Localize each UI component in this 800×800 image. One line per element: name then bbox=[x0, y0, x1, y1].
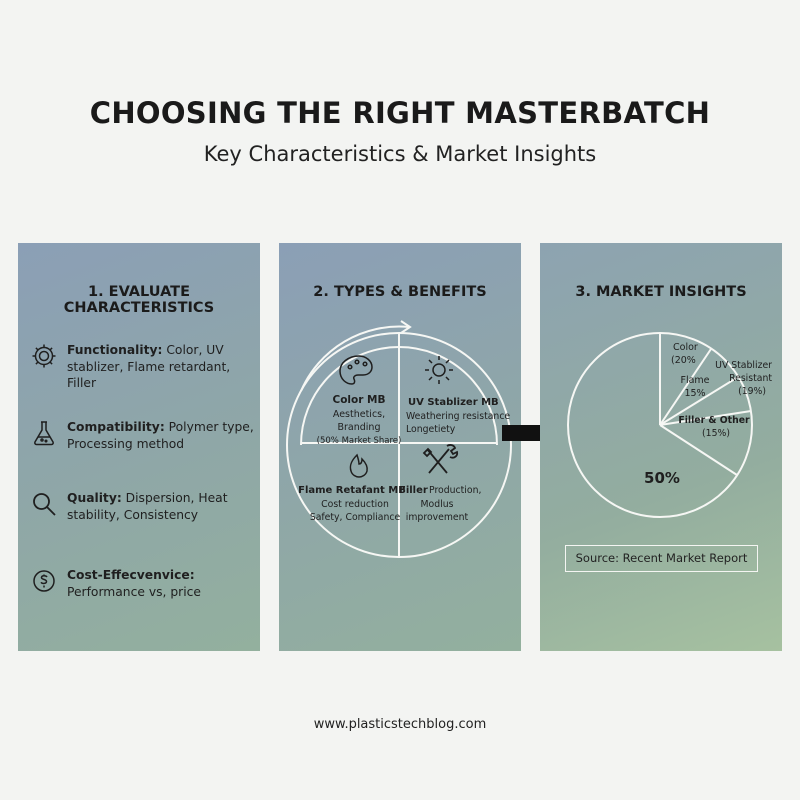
quadrant-color-line: (50% Market Share) bbox=[317, 436, 402, 446]
quadrant-flame-line: Safety, Compliance bbox=[310, 512, 401, 523]
item-label: Compatibility: bbox=[67, 420, 165, 434]
item-label: Functionality: bbox=[67, 343, 163, 357]
page-title: CHOOSING THE RIGHT MASTERBATCH bbox=[89, 96, 711, 130]
item-text: Polymer type, Processing method bbox=[67, 420, 254, 451]
footer-url: www.plasticstechblog.com bbox=[313, 717, 487, 732]
quadrant-uv-line: Weathering resistance bbox=[406, 411, 510, 422]
pie-slice-border bbox=[659, 376, 739, 426]
panel-market-insights: 3. MARKET INSIGHTS Color (20% Flame 15% … bbox=[540, 243, 782, 651]
pie-slice-border bbox=[659, 424, 738, 476]
pie-slice-label-flame: Flame bbox=[680, 375, 709, 386]
wheel-cycle-arrowhead bbox=[400, 320, 412, 334]
pie-slice-label-uv-2: Resistant bbox=[729, 373, 772, 384]
panel-title: 3. MARKET INSIGHTS bbox=[575, 284, 747, 300]
item-text: Color, UV stablizer, Flame retardant, Fi… bbox=[67, 343, 231, 390]
panel-title: 1. EVALUATE CHARACTERISTICS bbox=[63, 284, 215, 316]
panel-evaluate-characteristics: 1. EVALUATE CHARACTERISTICS Functionalit… bbox=[18, 243, 260, 651]
pie-slice-label-filler: Filler & Other bbox=[678, 415, 750, 426]
quadrant-uv-line: Longetiety bbox=[406, 424, 456, 435]
wheel-inner-ring bbox=[300, 346, 498, 446]
wheel-cycle-arrow bbox=[300, 325, 410, 392]
item-label: Quality: bbox=[67, 491, 122, 505]
quadrant-filler-line: Production, bbox=[429, 485, 481, 496]
sun-icon bbox=[425, 356, 453, 384]
item-text: Performance vs, price bbox=[67, 584, 201, 599]
pie-slice-value-flame: 15% bbox=[684, 388, 705, 399]
quadrant-color-title: Color MB bbox=[332, 394, 385, 406]
pie-slice-label-color: Color bbox=[673, 342, 698, 353]
item-text: Dispersion, Heat stability, Consistency bbox=[67, 491, 228, 522]
page-subtitle: Key Characteristics & Market Insights bbox=[203, 142, 597, 166]
pie-center-label: 50% bbox=[644, 469, 680, 487]
market-pie-chart: Color (20% Flame 15% Filler & Other (15%… bbox=[567, 332, 772, 518]
pie-slice-border bbox=[659, 348, 712, 426]
quadrant-filler-title: Filler bbox=[399, 485, 428, 496]
pie-slice-value-color: (20% bbox=[671, 355, 696, 366]
magnifier-icon bbox=[33, 493, 56, 516]
item-label: Cost-Effecvenvice: bbox=[67, 568, 195, 582]
types-wheel-diagram: Color MB Aesthetics, Branding (50% Marke… bbox=[286, 320, 512, 558]
pie-slice-label-uv: UV Stablizer bbox=[715, 360, 772, 371]
quadrant-flame-title: Flame Retafant MB bbox=[298, 485, 406, 496]
panel-title: 2. TYPES & BENEFITS bbox=[313, 284, 487, 300]
source-label: Source: Recent Market Report bbox=[565, 545, 758, 572]
palette-icon bbox=[339, 355, 373, 385]
money-icon bbox=[33, 570, 55, 592]
flask-icon bbox=[34, 421, 54, 446]
pie-slice-value-filler: (15%) bbox=[702, 428, 730, 439]
quadrant-filler-line: improvement bbox=[406, 512, 469, 523]
flame-icon bbox=[349, 453, 368, 478]
quadrant-color-line: Branding bbox=[338, 422, 381, 433]
pie-slice-value-uv: (19%) bbox=[738, 386, 766, 397]
pie-slice-border bbox=[659, 410, 752, 426]
quadrant-filler-line: Modlus bbox=[421, 499, 454, 510]
quadrant-flame-line: Cost reduction bbox=[321, 499, 389, 510]
quadrant-uv-title: UV Stablizer MB bbox=[408, 397, 499, 408]
quadrant-color-line: Aesthetics, bbox=[333, 409, 385, 420]
panel-types-benefits: 2. TYPES & BENEFITS Color M bbox=[279, 243, 521, 651]
tools-icon bbox=[422, 444, 459, 474]
gear-icon bbox=[32, 344, 56, 368]
